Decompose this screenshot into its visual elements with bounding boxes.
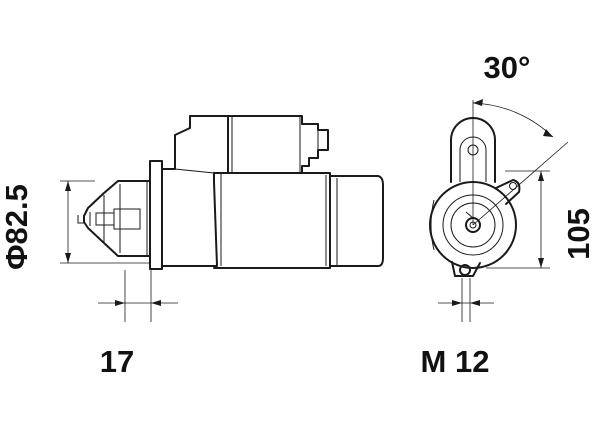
- mounting-ear-top-right: [495, 179, 521, 205]
- diameter-label: Φ82.5: [0, 184, 34, 270]
- drive-housing: [161, 115, 229, 267]
- mounting-ear-bottom: [451, 261, 481, 277]
- flange-offset-label: 17: [100, 344, 134, 379]
- thread-label: M 12: [421, 344, 490, 379]
- mounting-flange: [149, 160, 163, 270]
- side-view: [77, 115, 384, 270]
- front-view: [429, 99, 569, 277]
- angle-label: 30°: [484, 50, 531, 85]
- dimension-lines: [60, 170, 550, 322]
- solenoid: [227, 115, 329, 174]
- pinion-nose: [83, 180, 151, 257]
- end-cap: [329, 175, 384, 267]
- height-label: 105: [561, 208, 596, 260]
- motor-body: [213, 172, 331, 269]
